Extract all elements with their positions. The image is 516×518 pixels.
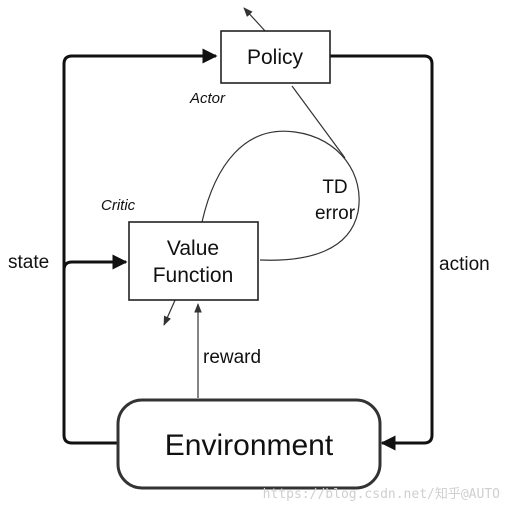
value-update-arrow	[163, 297, 177, 326]
actor-label: Actor	[189, 90, 226, 107]
state-to-value-connector	[62, 254, 128, 271]
environment-box	[116, 398, 382, 490]
action-label: action	[439, 254, 490, 275]
state-connector	[62, 48, 218, 445]
state-label: state	[8, 252, 49, 273]
value-function-box	[128, 221, 259, 301]
watermark: https://blog.csdn.net/知乎@AUTO	[263, 486, 500, 502]
reward-label: reward	[203, 347, 261, 368]
td-error-label-line2: error	[315, 203, 356, 224]
policy-box	[220, 30, 331, 84]
td-error-to-policy-line	[291, 85, 346, 159]
action-connector	[330, 54, 434, 451]
environment-label: Environment	[165, 429, 334, 462]
td-error-curve	[201, 130, 360, 261]
critic-label: Critic	[101, 197, 136, 214]
policy-update-arrow	[243, 7, 267, 33]
value-function-label-line2: Function	[153, 264, 234, 287]
value-function-label-line1: Value	[167, 237, 219, 260]
td-error-label-line1: TD	[322, 177, 347, 198]
policy-label: Policy	[247, 46, 304, 69]
